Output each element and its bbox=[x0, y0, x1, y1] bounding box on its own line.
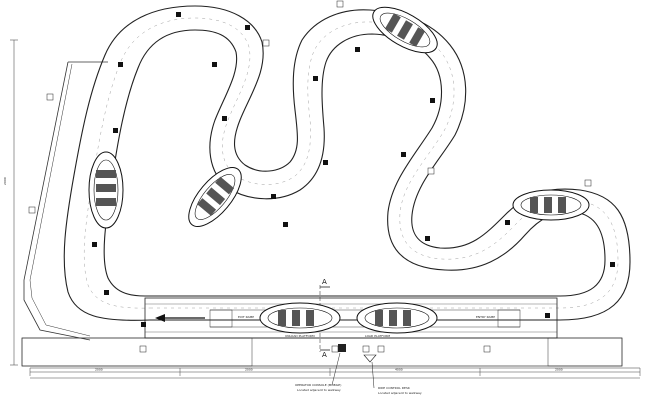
boat-left bbox=[88, 151, 124, 229]
marker bbox=[401, 152, 406, 157]
left-ramp-inner bbox=[29, 63, 91, 337]
marker bbox=[313, 76, 318, 81]
marker bbox=[118, 62, 123, 67]
station-label-exit: EXIT RAMP bbox=[238, 315, 254, 319]
note-operator-console-sub: Located adjacent to walkway bbox=[297, 388, 341, 392]
callout-box bbox=[46, 93, 54, 101]
track-centerline bbox=[84, 17, 619, 309]
left-dimension-text: 2000 bbox=[3, 177, 7, 185]
control-desk-icon bbox=[363, 354, 377, 363]
marker bbox=[323, 160, 328, 165]
track-outer-edge bbox=[63, 5, 631, 321]
boat-station-right bbox=[356, 302, 438, 334]
left-ramp-outline bbox=[23, 61, 91, 341]
note-control-desk-sub: Located adjacent to walkway bbox=[378, 391, 422, 395]
station-label-entry: ENTRY RAMP bbox=[476, 315, 495, 319]
marker bbox=[104, 290, 109, 295]
marker bbox=[545, 313, 550, 318]
callout-box bbox=[331, 345, 339, 353]
marker bbox=[425, 236, 430, 241]
callout-box bbox=[584, 179, 592, 187]
station-label-unload: UNLOAD PLATFORM bbox=[285, 334, 315, 338]
bottom-dim-1: 2000 bbox=[95, 368, 103, 372]
callout-box bbox=[336, 0, 344, 8]
marker bbox=[222, 116, 227, 121]
marker bbox=[92, 242, 97, 247]
marker bbox=[610, 262, 615, 267]
bottom-dim-2: 2000 bbox=[245, 368, 253, 372]
base-platform-right bbox=[547, 337, 623, 367]
callout-box bbox=[427, 167, 435, 175]
callout-box bbox=[262, 39, 270, 47]
section-marker-top: A bbox=[322, 278, 327, 286]
marker bbox=[245, 25, 250, 30]
marker bbox=[271, 194, 276, 199]
entry-ramp-block bbox=[497, 309, 521, 328]
exit-arrow-head bbox=[155, 314, 165, 322]
callout-box bbox=[139, 345, 147, 353]
marker bbox=[141, 322, 146, 327]
marker bbox=[176, 12, 181, 17]
base-platform-left bbox=[21, 337, 253, 367]
note-control-desk: RIDE CONTROL DESK bbox=[378, 386, 411, 390]
callout-boxes bbox=[28, 0, 592, 353]
boat-station-left bbox=[259, 302, 341, 334]
boat-right bbox=[512, 189, 590, 221]
section-marker-bottom: A bbox=[322, 351, 327, 359]
boat-top bbox=[372, 6, 438, 54]
marker bbox=[355, 47, 360, 52]
callout-box bbox=[362, 345, 370, 353]
bottom-dim-3: 4000 bbox=[395, 368, 403, 372]
marker bbox=[430, 98, 435, 103]
callout-box bbox=[377, 345, 385, 353]
marker bbox=[113, 128, 118, 133]
station-label-load: LOAD PLATFORM bbox=[365, 334, 391, 338]
callout-box bbox=[483, 345, 491, 353]
boat-middle-left bbox=[188, 167, 242, 227]
callout-box bbox=[28, 206, 36, 214]
trackside-markers bbox=[92, 12, 615, 327]
note-operator-console: OPERATOR CONSOLE (MOBILE) bbox=[295, 383, 341, 387]
bottom-dim-4: 2000 bbox=[555, 368, 563, 372]
marker bbox=[505, 220, 510, 225]
exit-ramp-block bbox=[209, 309, 233, 328]
marker bbox=[212, 62, 217, 67]
track-inner-edge bbox=[103, 29, 606, 297]
station-building bbox=[144, 297, 558, 339]
marker bbox=[283, 222, 288, 227]
leader-line-right bbox=[371, 361, 375, 389]
leader-line-left bbox=[331, 352, 341, 386]
operator-console-icon bbox=[338, 344, 346, 352]
